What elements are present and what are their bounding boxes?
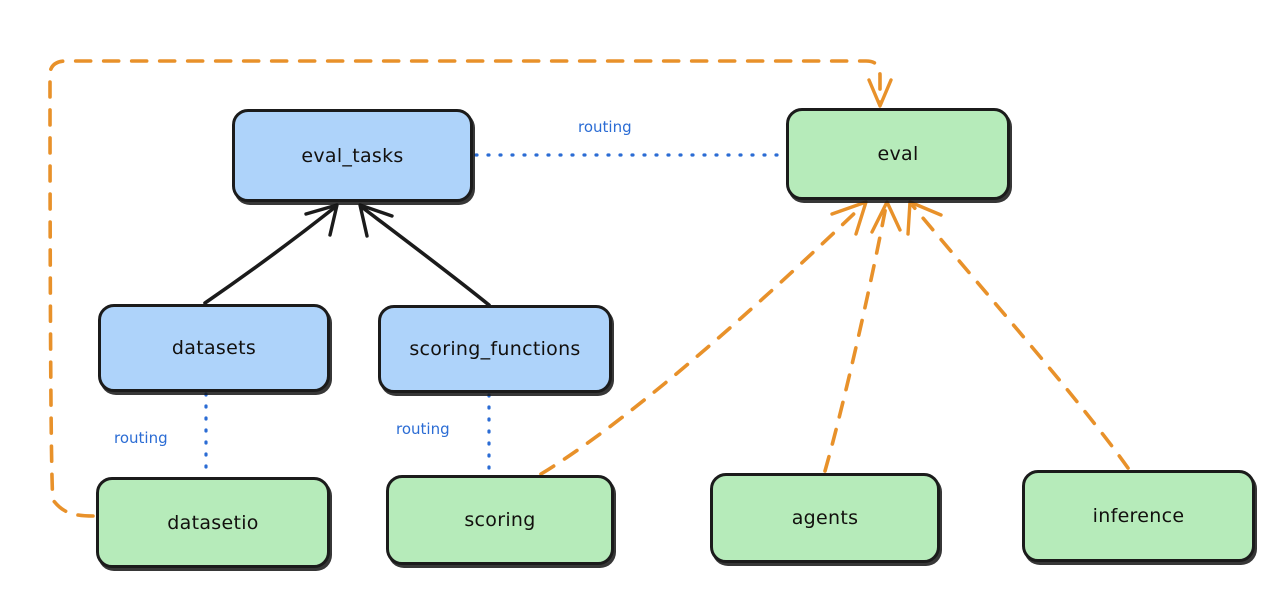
edge-agents-to-eval [823,200,902,473]
node-agents[interactable]: agents [710,473,940,563]
node-datasetio[interactable]: datasetio [96,477,330,568]
edge-scoring-functions-to-eval-tasks [358,203,491,307]
edge-inference-to-eval [906,200,1130,470]
node-label-eval-tasks: eval_tasks [301,144,404,167]
node-label-datasets: datasets [171,337,257,359]
node-label-agents: agents [791,507,859,529]
edge-label-routing-datasets-datasetio: routing [114,429,168,447]
node-label-datasetio: datasetio [167,511,259,534]
node-eval-tasks[interactable]: eval_tasks [232,109,473,202]
node-label-inference: inference [1092,505,1185,527]
node-datasets[interactable]: datasets [98,304,330,392]
edge-label-routing-eval-tasks-eval: routing [578,118,632,136]
node-eval[interactable]: eval [786,108,1010,200]
node-label-scoring: scoring [464,509,536,531]
node-label-scoring-functions: scoring_functions [409,338,581,360]
node-scoring-functions[interactable]: scoring_functions [378,305,612,393]
node-scoring[interactable]: scoring [386,475,614,565]
node-label-eval: eval [877,143,919,165]
edge-datasets-to-eval-tasks [203,203,339,305]
edge-label-routing-scoring-functions-scoring: routing [396,420,450,438]
node-inference[interactable]: inference [1022,470,1255,562]
